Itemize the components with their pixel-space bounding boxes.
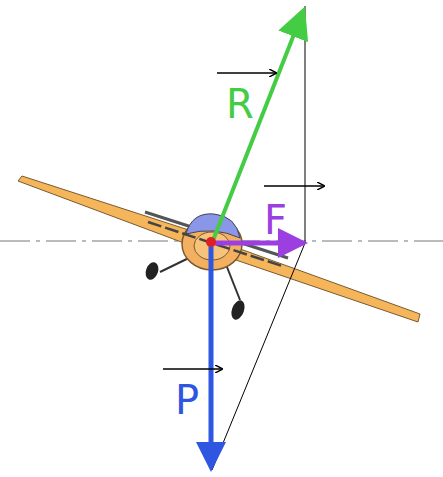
wheel bbox=[229, 299, 247, 322]
center-of-gravity bbox=[206, 237, 216, 247]
vector-label: P bbox=[175, 380, 199, 420]
construction-line bbox=[212, 243, 305, 470]
centripetal-vector bbox=[212, 241, 298, 246]
wheel bbox=[143, 260, 160, 281]
vector-arrow bbox=[217, 72, 276, 74]
weight-vector bbox=[209, 243, 214, 462]
construction-line bbox=[305, 6, 306, 243]
wing bbox=[18, 176, 420, 322]
vector-label: R bbox=[226, 84, 254, 124]
vector-label: F bbox=[264, 200, 287, 240]
gear-strut bbox=[225, 262, 240, 300]
vector-arrow bbox=[163, 368, 222, 370]
vector-arrow bbox=[264, 185, 324, 187]
lift-vector bbox=[212, 14, 302, 243]
